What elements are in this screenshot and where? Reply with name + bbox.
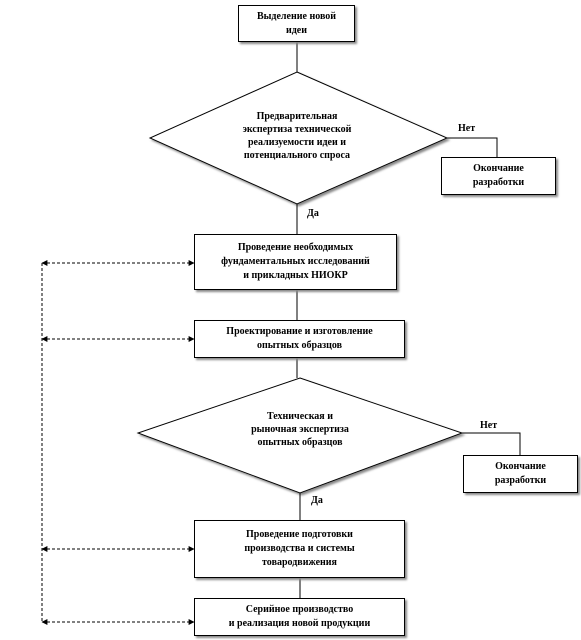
node-prep: Проведение подготовки производства и сис… (194, 520, 405, 578)
decision-2-text: Техническая и рыночная экспертиза опытны… (251, 411, 349, 448)
node-serial: Серийное производство и реализация новой… (194, 598, 405, 636)
node-start: Выделение новой идеи (238, 5, 355, 42)
label-yes-1: Да (307, 208, 319, 219)
label-yes-2: Да (311, 495, 323, 506)
decision-1-text: Предварительная экспертиза технической р… (242, 111, 352, 161)
node-end-2: Окончание разработки (463, 455, 578, 493)
node-end-1: Окончание разработки (441, 157, 556, 195)
connector-decision2-end2 (462, 432, 521, 455)
label-no-1: Нет (458, 123, 476, 134)
label-no-2: Нет (480, 420, 498, 431)
connector-decision1-end1 (447, 137, 498, 157)
node-design: Проектирование и изготовление опытных об… (194, 320, 405, 358)
node-research: Проведение необходимых фундаментальных и… (194, 234, 397, 290)
